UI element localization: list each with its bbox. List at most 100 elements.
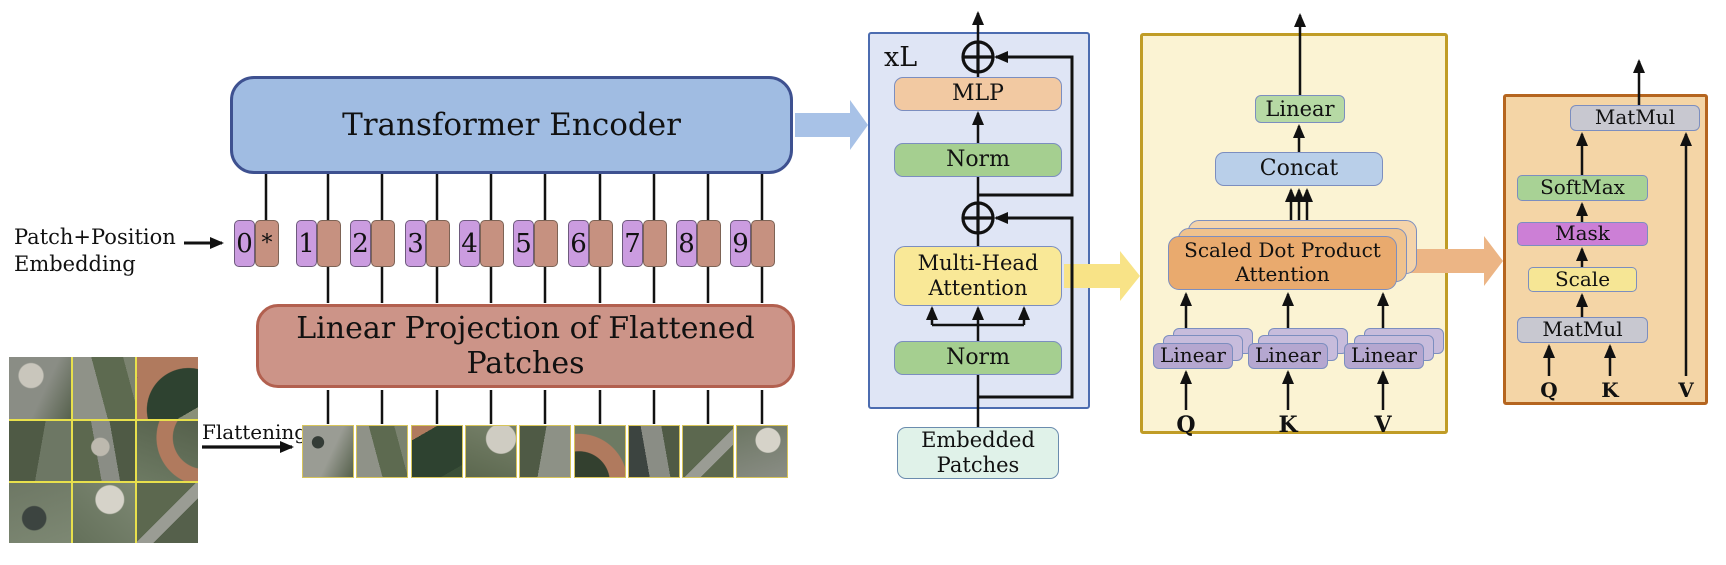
linear-projection-box: Linear Projection of Flattened Patches — [256, 304, 795, 388]
flattened-patch — [356, 425, 408, 478]
grid-line — [135, 357, 137, 543]
multi-head-attention-box: Multi-Head Attention — [894, 246, 1062, 306]
satellite-image — [9, 357, 198, 543]
token-patch-box — [426, 220, 450, 267]
mha-v-label: V — [1374, 412, 1392, 438]
multi-head-attention-label: Multi-Head Attention — [917, 251, 1039, 300]
mha-q-label: Q — [1176, 412, 1196, 438]
flattened-patch — [628, 425, 680, 478]
token-patch-box — [534, 220, 558, 267]
softmax-label: SoftMax — [1540, 175, 1625, 200]
token-group: 2 — [350, 220, 395, 267]
token-patch-box — [643, 220, 667, 267]
satellite-cell — [9, 357, 72, 419]
embedded-patches-box: Embedded Patches — [897, 427, 1059, 479]
flattened-patch — [302, 425, 354, 478]
token-position-box: 6 — [568, 220, 589, 267]
matmul-bottom-box: MatMul — [1517, 317, 1648, 343]
norm-lower-box: Norm — [894, 341, 1062, 375]
norm-upper-label: Norm — [946, 147, 1010, 173]
token-position-box: 4 — [459, 220, 480, 267]
token-group: 7 — [622, 220, 667, 267]
sdpa-zoom-arrow — [1402, 236, 1503, 286]
token-group: 4 — [459, 220, 504, 267]
token-position-box: 7 — [622, 220, 643, 267]
token-group: 1 — [296, 220, 341, 267]
token-group: 6 — [568, 220, 613, 267]
norm-upper-box: Norm — [894, 143, 1062, 177]
token-position-box: 8 — [676, 220, 697, 267]
token-position-box: 1 — [296, 220, 317, 267]
matmul-top-box: MatMul — [1570, 105, 1700, 131]
mask-label: Mask — [1555, 221, 1610, 246]
satellite-cell — [72, 481, 135, 543]
token-position-box: 3 — [405, 220, 426, 267]
transformer-encoder-label: Transformer Encoder — [342, 106, 681, 143]
sdpa-stack-box: Scaled Dot Product Attention — [1168, 236, 1397, 290]
token-patch-box — [317, 220, 341, 267]
scale-label: Scale — [1554, 266, 1611, 291]
concat-box: Concat — [1215, 152, 1383, 186]
softmax-box: SoftMax — [1517, 175, 1648, 201]
grid-line — [9, 419, 198, 421]
token-position-box: 0 — [234, 220, 255, 267]
sdpa-k-label: K — [1601, 378, 1619, 402]
satellite-cell — [135, 357, 198, 419]
flattening-label: Flattening — [202, 420, 308, 444]
transformer-encoder-box: Transformer Encoder — [230, 76, 793, 174]
satellite-cells — [9, 357, 198, 543]
q-linear-stack: Linear — [1153, 343, 1233, 369]
satellite-cell — [135, 481, 198, 543]
token-group: 8 — [676, 220, 721, 267]
token-patch-box — [589, 220, 613, 267]
flattened-patch — [465, 425, 517, 478]
token-group: 5 — [513, 220, 558, 267]
scale-box: Scale — [1528, 267, 1637, 292]
embedded-patches-label: Embedded Patches — [921, 428, 1035, 477]
matmul-top-label: MatMul — [1594, 105, 1676, 130]
mha-k-label: K — [1278, 412, 1298, 438]
token-position-box: 5 — [513, 220, 534, 267]
linear-projection-label: Linear Projection of Flattened Patches — [296, 310, 755, 381]
token-patch-box — [697, 220, 721, 267]
token-patch-box — [751, 220, 775, 267]
token-group: 9 — [730, 220, 775, 267]
encoder-repeat-label: xL — [884, 42, 918, 73]
mha-zoom-arrow — [1064, 251, 1140, 301]
matmul-bottom-label: MatMul — [1542, 317, 1623, 342]
sdpa-detail-panel — [1503, 94, 1708, 405]
k-linear-stack: Linear — [1248, 343, 1328, 369]
flattened-patch — [411, 425, 463, 478]
token-position-box: 2 — [350, 220, 371, 267]
mlp-box: MLP — [894, 77, 1062, 111]
token-position-box: 9 — [730, 220, 751, 267]
satellite-cell — [9, 481, 72, 543]
satellite-cell — [135, 419, 198, 481]
concat-label: Concat — [1259, 156, 1339, 182]
v-linear-stack: Linear — [1344, 343, 1424, 369]
grid-line — [9, 481, 198, 483]
mask-box: Mask — [1517, 222, 1648, 246]
satellite-cell — [72, 419, 135, 481]
flattened-patch — [519, 425, 571, 478]
mha-linear-out-box: Linear — [1255, 95, 1345, 123]
mlp-label: MLP — [952, 81, 1004, 107]
patch-position-embedding-label: Patch+Position Embedding — [14, 225, 176, 277]
satellite-cell — [72, 357, 135, 419]
flattened-patch — [736, 425, 788, 478]
token-group: 0* — [234, 220, 279, 267]
satellite-cell — [9, 419, 72, 481]
sdpa-q-label: Q — [1540, 378, 1558, 402]
grid-line — [71, 357, 73, 543]
token-patch-box — [371, 220, 395, 267]
residual-add-circles — [961, 40, 995, 235]
flattened-patch — [574, 425, 626, 478]
sdpa-v-label: V — [1678, 378, 1694, 402]
mha-linear-out-label: Linear — [1265, 96, 1335, 121]
norm-lower-label: Norm — [946, 345, 1010, 371]
sdpa-stack-label: Scaled Dot Product Attention — [1184, 238, 1381, 286]
token-group: 3 — [405, 220, 450, 267]
token-patch-box: * — [255, 220, 279, 267]
encoder-zoom-arrow — [795, 100, 868, 150]
